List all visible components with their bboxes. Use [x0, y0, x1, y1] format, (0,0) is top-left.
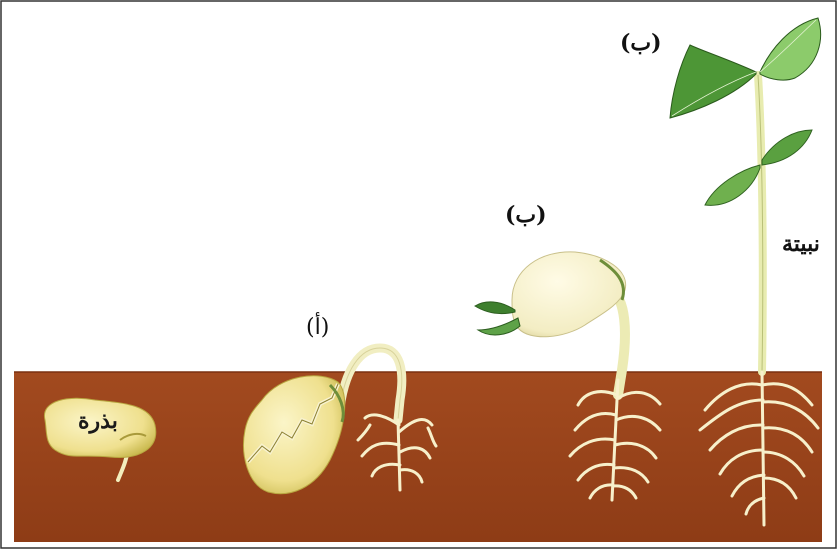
stage-b1-leaf-top [475, 302, 515, 314]
stage-b2-leaf-top-right [760, 18, 821, 80]
label-stage-a: (أ) [306, 315, 329, 340]
stage-b2-leaf-mid-right [762, 130, 812, 165]
label-seedling: نبيتة [782, 231, 820, 257]
label-stage-b1: (ب) [505, 202, 547, 228]
label-stage-b2: (ب) [620, 30, 662, 56]
stage-b2-leaf-mid-left [705, 165, 760, 205]
label-seed: بذرة [78, 408, 118, 434]
stage-b1-leaf-bottom [478, 318, 520, 335]
soil [14, 372, 822, 542]
stage-b2-leaf-top-left [670, 45, 756, 118]
